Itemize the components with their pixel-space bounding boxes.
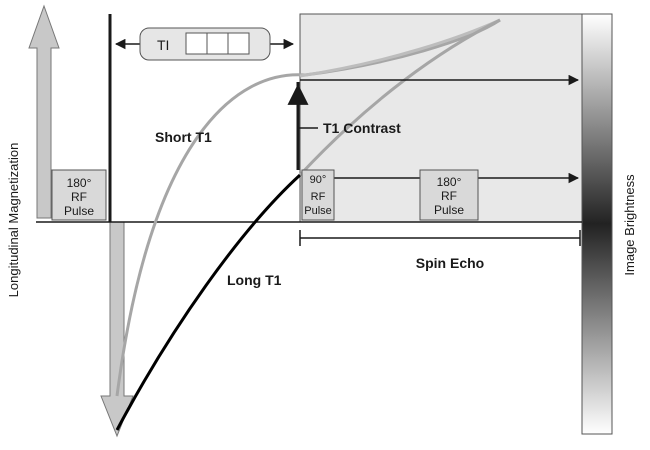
inversion-pulse-angle: 180° (67, 176, 92, 190)
excitation-pulse-box (301, 169, 335, 221)
t1-contrast-label: T1 Contrast (323, 120, 401, 136)
spin-echo-label: Spin Echo (416, 255, 484, 271)
inversion-pulse-word: Pulse (64, 204, 94, 218)
image-brightness-label: Image Brightness (622, 174, 637, 276)
ti-label: TI (157, 37, 169, 53)
ti-cell-3 (227, 32, 250, 55)
short-t1-curve (115, 18, 501, 397)
refocus-pulse-box (419, 169, 479, 221)
excitation-pulse-rf: RF (311, 191, 326, 203)
inversion-pulse-box (51, 169, 107, 221)
refocus-pulse-rf: RF (441, 189, 457, 203)
image-brightness-bar (581, 13, 613, 435)
refocus-pulse-word: Pulse (434, 203, 464, 217)
y-axis-label: Longitudinal Magnetization (6, 143, 21, 298)
refocus-pulse-angle: 180° (437, 175, 462, 189)
short-t1-label: Short T1 (155, 129, 212, 145)
ti-cell-2 (206, 32, 229, 55)
ti-cell-1 (185, 32, 208, 55)
long-t1-curve (115, 173, 302, 431)
long-t1-label: Long T1 (227, 272, 282, 288)
excitation-pulse-angle: 90° (310, 174, 327, 186)
excitation-pulse-word: Pulse (304, 205, 332, 217)
up-arrow (28, 4, 60, 219)
inversion-pulse-rf: RF (71, 190, 87, 204)
